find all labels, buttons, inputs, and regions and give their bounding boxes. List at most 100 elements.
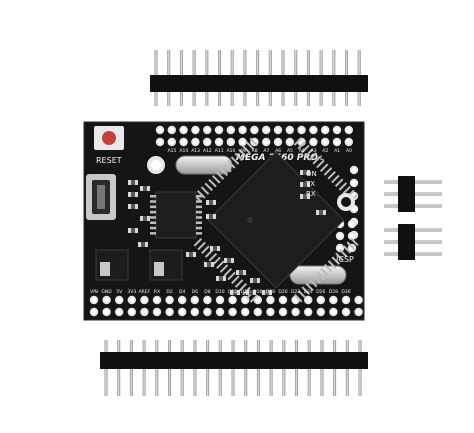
through-hole-center [142, 297, 147, 303]
through-hole-center [280, 297, 286, 303]
smd-component-body [213, 246, 217, 251]
through-hole-center [255, 297, 261, 303]
voltage-regulator-right [149, 249, 183, 281]
through-hole-center [217, 297, 223, 303]
usb-serial-chip [150, 191, 202, 239]
mcu-pin [223, 163, 232, 173]
through-hole-grid [89, 125, 363, 317]
through-hole-center [91, 309, 97, 315]
through-hole-center [268, 309, 273, 315]
top-pin-label: A10 [227, 148, 236, 154]
ic-pin [150, 232, 156, 235]
through-hole-center [157, 127, 163, 133]
through-hole-center [204, 139, 210, 145]
through-hole-center [293, 297, 298, 303]
led-label-tx: TX [305, 180, 315, 188]
through-hole-center [349, 221, 355, 227]
mcu-pin [297, 290, 307, 299]
smd-component-body [131, 192, 135, 197]
through-hole-center [356, 297, 361, 303]
mcu-pin [212, 175, 221, 184]
through-hole-center [230, 297, 235, 303]
ic-pin [196, 205, 202, 209]
bottom-pin-label: D4 [179, 289, 185, 295]
through-hole-center [205, 297, 210, 303]
through-hole-center [351, 180, 357, 186]
mcu-pin [327, 170, 336, 180]
bottom-pin-label: D22 [291, 289, 300, 295]
mcu-pin [342, 185, 351, 195]
mcu-pin [334, 178, 344, 187]
through-hole-center [228, 127, 234, 133]
mcu-pin [197, 241, 206, 251]
mcu-pin [215, 171, 225, 180]
bottom-pin-label: D16 [253, 289, 262, 295]
side-header-lower-plastic [398, 224, 415, 260]
mcu-pin [301, 144, 310, 154]
mcu-pin [238, 148, 247, 158]
mcu-pin [308, 152, 318, 161]
mcu-pin [309, 278, 318, 288]
bottom-pin-label: D20 [278, 289, 287, 295]
bottom-pin-label: 5V [116, 289, 123, 295]
mcu-pin [346, 241, 355, 250]
mcu-pin [339, 248, 348, 258]
smd-component-body [253, 278, 257, 283]
through-hole-center [287, 139, 293, 145]
mcu-pin [200, 186, 210, 195]
through-hole-center [192, 297, 198, 303]
bottom-pin-label: D12 [228, 289, 237, 295]
through-hole-center [179, 297, 185, 303]
mcu-pin [219, 167, 228, 177]
mcu-pin [227, 271, 236, 281]
reset-label: RESET [96, 156, 122, 165]
top-pin-label: A6 [275, 148, 281, 154]
smd-component-body [131, 228, 135, 233]
ic-pin [150, 226, 156, 230]
mcu-pin [319, 163, 329, 172]
through-hole-center [331, 309, 336, 315]
through-hole-center [346, 139, 352, 145]
through-hole-center [311, 127, 316, 133]
top-pin-label: A13 [191, 148, 200, 154]
smd-component-body [207, 262, 211, 267]
mcu-pin [223, 268, 233, 277]
mcu-pin [293, 137, 303, 146]
bottom-pin-label: D18 [266, 289, 275, 295]
through-hole-center [343, 309, 349, 315]
top-pin-label: A12 [203, 148, 212, 154]
smd-component-body [303, 182, 307, 187]
side-header-upper-plastic [398, 176, 415, 212]
through-hole-center [343, 297, 349, 303]
led-label-rx: RX [306, 190, 316, 198]
through-hole-center [216, 127, 222, 133]
through-hole-center [252, 127, 257, 133]
through-hole-center [331, 297, 336, 303]
ic-pin [196, 210, 202, 214]
smd-component-body [319, 210, 323, 215]
through-hole-center [240, 139, 245, 145]
mcu-pin [331, 256, 340, 265]
micro-usb-port[interactable] [86, 174, 116, 220]
mcu-pin [323, 167, 333, 176]
ic-pin [196, 200, 202, 203]
smd-component-body [233, 290, 237, 295]
ic-pin [150, 195, 156, 198]
top-pin-label: A5 [287, 148, 293, 154]
ic-pin [196, 226, 202, 230]
mcu-pin [331, 174, 340, 184]
through-hole-center [205, 309, 210, 315]
mcu-pin [316, 159, 325, 169]
reset-button[interactable] [94, 126, 124, 150]
through-hole-center [337, 233, 343, 239]
through-hole-center [337, 245, 343, 251]
smd-component-body [303, 194, 307, 199]
ic-pin [150, 216, 156, 219]
voltage-regulator-left [95, 249, 129, 281]
through-hole-center [167, 297, 172, 303]
bottom-pin-label: D26 [316, 289, 325, 295]
smd-component-body [227, 258, 231, 263]
mounting-hole [147, 156, 165, 174]
through-hole-center [275, 139, 281, 145]
